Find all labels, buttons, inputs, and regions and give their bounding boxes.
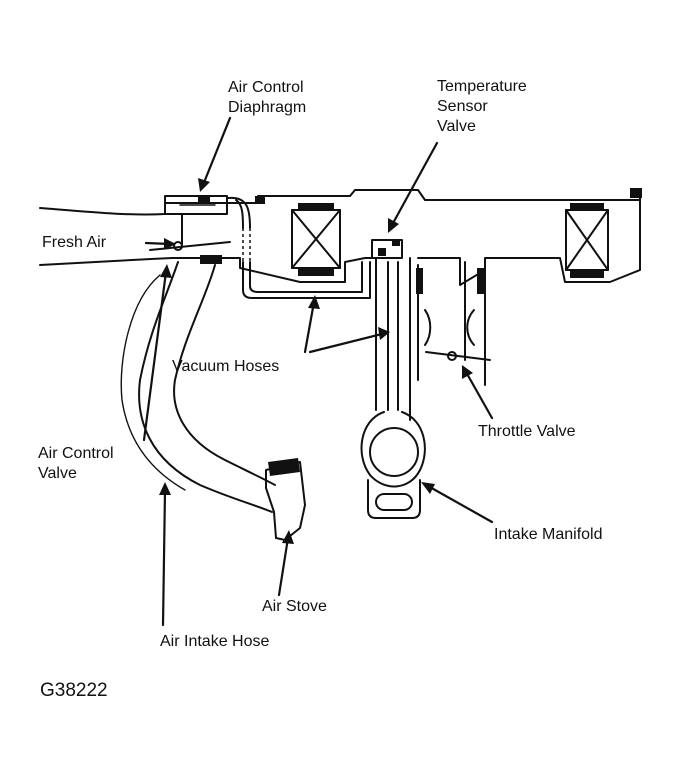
label-line: Valve <box>437 118 476 135</box>
air-intake-hose <box>120 261 276 513</box>
label-fresh-air: Fresh Air <box>42 234 107 251</box>
filter-element-right <box>565 203 609 278</box>
intake-manifold <box>360 411 426 519</box>
label-air-control-valve: Air Control Valve <box>38 444 114 484</box>
temperature-sensor-valve-unit <box>371 239 403 259</box>
label-air-control-diaphragm: Air Control Diaphragm <box>228 78 306 118</box>
air-control-valve-unit <box>149 213 231 264</box>
label-throttle-valve: Throttle Valve <box>478 423 576 440</box>
label-intake-manifold: Intake Manifold <box>494 526 603 543</box>
air-cleaner-housing <box>39 188 642 286</box>
label-air-stove: Air Stove <box>262 598 327 615</box>
label-line: Temperature <box>437 78 527 95</box>
label-line: Diaphragm <box>228 99 307 116</box>
vacuum-hoses <box>242 261 371 299</box>
label-air-intake-hose: Air Intake Hose <box>160 633 270 650</box>
label-line: Air Control <box>38 445 114 462</box>
label-vacuum-hoses: Vacuum Hoses <box>172 358 280 375</box>
label-temperature-sensor-valve: Temperature Sensor Valve <box>437 77 527 137</box>
throttle-body <box>375 257 486 421</box>
air-control-diaphragm-unit <box>164 195 251 262</box>
throttle-valve-linkage <box>425 351 491 361</box>
label-line: Sensor <box>437 98 488 115</box>
label-line: Valve <box>38 465 77 482</box>
air-stove <box>265 458 306 541</box>
figure-id: G38222 <box>40 680 108 701</box>
label-line: Air Control <box>228 79 304 96</box>
filter-element-left <box>291 203 341 276</box>
leader-arrows <box>142 116 494 627</box>
housing-clip <box>630 188 642 198</box>
